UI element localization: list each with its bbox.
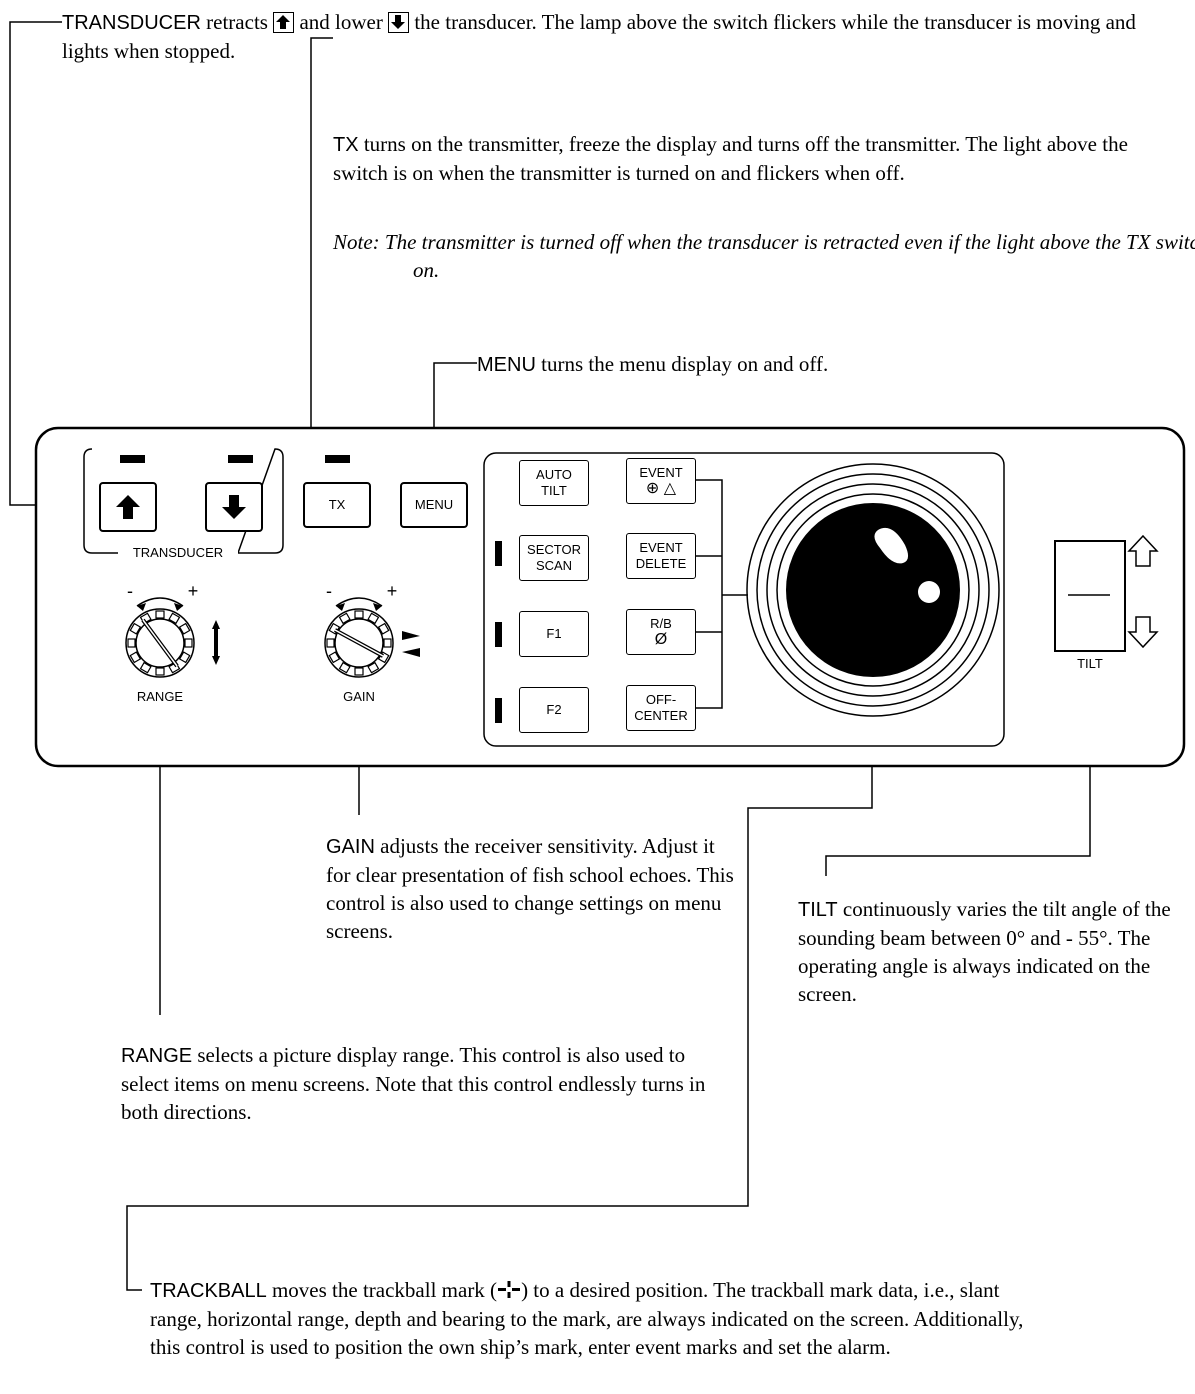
f1-button[interactable]: F1	[519, 611, 589, 657]
event-symbols-icon: ⊕ △	[645, 480, 677, 497]
tilt-down-arrow-icon	[1127, 616, 1159, 649]
gain-plus-label: +	[386, 581, 398, 601]
trackball-highlight	[874, 527, 909, 564]
sector-scan-label-1: SECTOR	[527, 542, 581, 557]
off-center-label-1: OFF-	[645, 692, 677, 707]
f1-lamp	[495, 622, 502, 647]
event-label: EVENT	[639, 465, 683, 480]
up-arrow-icon	[273, 12, 295, 33]
range-plus-label: +	[187, 581, 199, 601]
sector-scan-label-2: SCAN	[535, 558, 573, 573]
tx-leader-line	[310, 37, 333, 480]
function-key-box	[483, 452, 1005, 747]
range-description: RANGE selects a picture display range. T…	[121, 1043, 706, 1124]
transducer-label: TRANSDUCER	[118, 545, 238, 561]
gain-label: GAIN	[343, 689, 375, 704]
gain-minus-label: -	[326, 581, 332, 601]
off-center-label-2: CENTER	[634, 708, 688, 723]
range-knob	[125, 597, 195, 678]
event-delete-button[interactable]: EVENT DELETE	[626, 533, 696, 579]
transducer-down-button[interactable]	[205, 482, 263, 532]
rb-symbol-icon: Ø	[654, 631, 668, 648]
tx-button-label: TX	[328, 497, 346, 512]
event-button[interactable]: EVENT ⊕ △	[626, 458, 696, 504]
range-knob-control[interactable]	[126, 609, 194, 677]
rb-button[interactable]: R/B Ø	[626, 609, 696, 655]
trackball-description: TRACKBALL moves the trackball mark () to…	[150, 1278, 1024, 1359]
f1-label: F1	[546, 626, 562, 641]
transducer-down-lamp	[228, 455, 253, 463]
tx-description: TX turns on the transmitter, freeze the …	[333, 132, 1128, 185]
menu-button-label: MENU	[414, 497, 454, 512]
down-arrow-icon	[388, 12, 410, 33]
event-delete-label-1: EVENT	[639, 540, 683, 555]
tx-lamp	[325, 455, 350, 463]
transducer-up-button[interactable]	[99, 482, 157, 532]
sector-scan-lamp	[495, 541, 502, 566]
event-delete-label-2: DELETE	[635, 556, 687, 571]
rb-label: R/B	[650, 616, 672, 631]
up-arrow-icon	[116, 495, 140, 519]
range-minus-label: -	[127, 581, 133, 601]
off-center-button[interactable]: OFF- CENTER	[626, 685, 696, 731]
transducer-up-lamp	[120, 455, 145, 463]
gain-knob-control[interactable]	[325, 609, 393, 677]
f2-label: F2	[546, 702, 562, 717]
transducer-description: TRANSDUCER retracts and lower the transd…	[62, 10, 1136, 63]
range-updown-icon	[212, 620, 220, 665]
f2-lamp	[495, 698, 502, 723]
down-arrow-icon	[222, 495, 246, 519]
tilt-leader-line	[825, 685, 1091, 876]
trackball-control[interactable]	[786, 503, 960, 677]
gain-knob	[324, 597, 394, 678]
trackball-mark-icon	[497, 1279, 521, 1299]
tilt-label: TILT	[1077, 656, 1103, 671]
trackball	[746, 463, 1000, 717]
auto-tilt-button[interactable]: AUTO TILT	[519, 460, 589, 506]
menu-button[interactable]: MENU	[400, 482, 468, 528]
trackball-ball	[786, 503, 960, 677]
tilt-description: TILT continuously varies the tilt angle …	[798, 897, 1171, 1006]
menu-description: MENU turns the menu display on and off.	[477, 352, 829, 376]
auto-tilt-label-1: AUTO	[536, 467, 572, 482]
tx-note: Note: The transmitter is turned off when…	[333, 230, 1195, 282]
tilt-lever	[1054, 540, 1126, 652]
gain-arrows-icon	[402, 631, 420, 657]
trackball-leader-line	[126, 700, 873, 1291]
range-label: RANGE	[136, 689, 184, 704]
tilt-lever-control[interactable]	[1055, 541, 1125, 651]
transducer-group-frame	[83, 448, 284, 554]
gain-description: GAIN adjusts the receiver sensitivity. A…	[326, 834, 734, 943]
f2-button[interactable]: F2	[519, 687, 589, 733]
tilt-up-arrow-icon	[1127, 534, 1159, 567]
auto-tilt-label-2: TILT	[541, 483, 567, 498]
sector-scan-button[interactable]: SECTOR SCAN	[519, 535, 589, 581]
tx-button[interactable]: TX	[303, 482, 371, 528]
control-panel	[34, 426, 1186, 768]
